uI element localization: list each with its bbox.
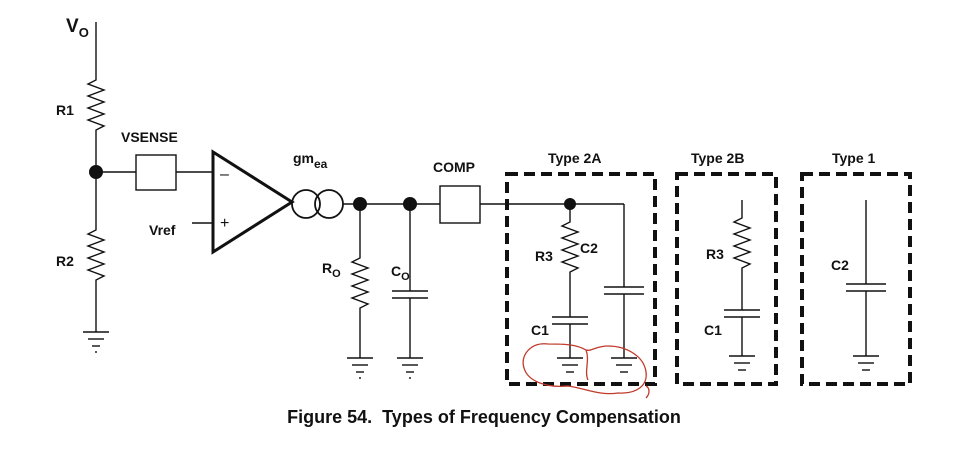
type2a-c2-label: C2 (580, 240, 598, 256)
ro-resistor (350, 204, 370, 358)
type2b-title: Type 2B (691, 150, 744, 166)
type2b-r3-resistor (732, 200, 752, 310)
type1-c2-label: C2 (831, 257, 849, 273)
ground-type2a-right (611, 357, 637, 373)
comp-label: COMP (433, 159, 475, 175)
r2-resistor (86, 172, 106, 332)
type1-c2-capacitor (846, 200, 886, 356)
type2b-c1-label: C1 (704, 322, 722, 338)
ground-ro (347, 357, 373, 379)
ground-type2b (729, 355, 755, 371)
figure-caption: Figure 54. Types of Frequency Compensati… (287, 407, 681, 427)
gm-circle-left (291, 189, 321, 219)
type2a-box (505, 172, 657, 386)
ground-type2a-left (557, 357, 583, 373)
r1-label: R1 (56, 102, 74, 118)
vo-label: VO (66, 16, 89, 40)
type2b-r3-label: R3 (706, 246, 724, 262)
comp-pin-box (439, 185, 481, 224)
vref-label: Vref (149, 222, 176, 238)
ground-co (397, 357, 423, 379)
op-plus-sign: + (220, 215, 229, 232)
op-minus-sign: – (220, 166, 229, 183)
type2a-c2-capacitor (604, 204, 644, 358)
ground-type1 (853, 355, 879, 371)
r1-resistor (86, 22, 106, 170)
ground-divider (83, 331, 109, 353)
type2a-r3-resistor (560, 204, 580, 317)
type2a-r3-label: R3 (535, 248, 553, 264)
error-amplifier (211, 149, 295, 255)
type2b-c1-capacitor (724, 309, 760, 356)
co-label: CO (391, 263, 410, 283)
vsense-label: VSENSE (121, 129, 178, 145)
co-capacitor (392, 204, 428, 358)
type1-box (800, 172, 912, 386)
type2a-c1-label: C1 (531, 322, 549, 338)
r2-label: R2 (56, 253, 74, 269)
type2b-box (675, 172, 778, 386)
vsense-pin-box (135, 154, 177, 191)
type2a-c1-capacitor (552, 316, 588, 358)
ro-label: RO (322, 260, 341, 280)
gm-ea-label: gmea (293, 150, 328, 171)
type1-title: Type 1 (832, 150, 876, 166)
red-annotation-loop (522, 343, 650, 399)
type2a-title: Type 2A (548, 150, 601, 166)
